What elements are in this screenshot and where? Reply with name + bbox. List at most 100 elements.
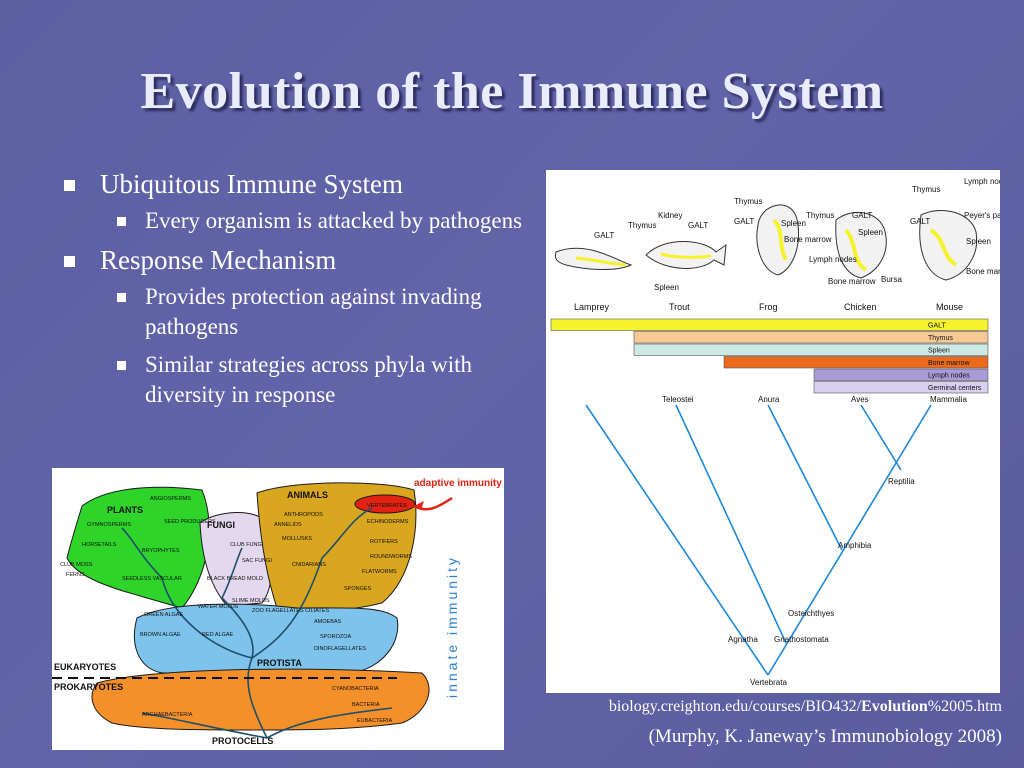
tree-item: GYMNOSPERMS [87, 522, 131, 528]
organism-name: Frog [759, 302, 778, 312]
lymphoid-phylogeny-figure: GALT Thymus Kidney GALT Spleen Thymus GA… [546, 170, 1014, 693]
tree-item: ECHINODERMS [367, 519, 409, 525]
bullet-list: Ubiquitous Immune System Every organism … [62, 168, 542, 418]
tree-item: SLIME MOLDS [232, 598, 270, 604]
organ-bar-label: Lymph nodes [928, 373, 970, 380]
tree-item: CLUB MOSS [60, 562, 93, 568]
sub-bullet-attacked: Every organism is attacked by pathogens [62, 206, 542, 236]
tree-item: FLATWORMS [362, 569, 397, 575]
node-label: Osteichthyes [788, 609, 834, 618]
sub-bullet-strategies: Similar strategies across phyla with div… [62, 350, 542, 410]
trout-gut [660, 252, 712, 259]
organ-bar-label: GALT [928, 323, 946, 330]
citation-url-suffix: %2005.htm [927, 698, 1002, 715]
tree-item: CLUB FUNGI [230, 542, 264, 548]
bullet-text: Ubiquitous Immune System [100, 169, 403, 199]
tree-item: SAC FUNGI [242, 558, 272, 564]
organ-label: Peyer's patch [964, 211, 1000, 220]
organ-bar [550, 318, 989, 331]
tree-item: RED ALGAE [202, 632, 234, 638]
sub-bullet-text: Provides protection against invading pat… [145, 284, 482, 339]
organism-names: Lamprey Trout Frog Chicken Mouse [574, 302, 963, 312]
bullet-square-icon [117, 361, 126, 370]
protista-title: PROTISTA [257, 658, 302, 668]
citation-url-bold: Evolution [861, 698, 928, 715]
branch [860, 404, 902, 471]
plants-title: PLANTS [107, 505, 143, 515]
bullet-square-icon [64, 180, 75, 191]
tree-item: SEED PRODUCERS [164, 519, 216, 525]
organ-bar-label: Thymus [928, 335, 953, 342]
tree-item: ZOO FLAGELLATES CILIATES [252, 608, 329, 614]
tree-item-labels: ANGIOSPERMS SEED PRODUCERS GYMNOSPERMS H… [60, 496, 412, 724]
tree-item: CNIDARIANS [292, 562, 326, 568]
organ-bar-label: Spleen [928, 348, 950, 355]
tree-item: DINOFLAGELLATES [314, 646, 366, 652]
organ-label: GALT [734, 217, 754, 226]
sub-bullet-protection: Provides protection against invading pat… [62, 282, 542, 342]
taxon-label: Teleostei [662, 395, 694, 404]
taxon-label: Aves [851, 395, 869, 404]
frog-gut [772, 218, 788, 261]
tree-item: BROWN ALGAE [140, 632, 181, 638]
tree-item: AMOEBAS [314, 619, 342, 625]
fungi-title: FUNGI [207, 520, 235, 530]
protocells-label: PROTOCELLS [212, 736, 273, 746]
citation-url-prefix: biology.creighton.edu/courses/BIO432/ [608, 698, 862, 715]
organ-label: Lymph nodes [964, 177, 1000, 186]
bullet-square-icon [117, 217, 126, 226]
organ-label: Spleen [858, 228, 883, 237]
tree-item: BLACK BREAD MOLD [207, 576, 263, 582]
phylogeny-svg: GALT Thymus Kidney GALT Spleen Thymus GA… [550, 177, 1014, 687]
organ-bar [813, 368, 989, 381]
tree-of-life-figure: adaptive immunity innate immunity PLANTS… [52, 468, 504, 750]
tree-item: VERTEBRATES [367, 503, 407, 509]
animals-title: ANIMALS [287, 490, 328, 500]
citation-url[interactable]: biology.creighton.edu/courses/BIO432/Evo… [609, 698, 1002, 716]
prokaryotes-label: PROKARYOTES [54, 682, 123, 692]
bullet-square-icon [64, 256, 75, 267]
bullet-square-icon [117, 293, 126, 302]
bullet-ubiquitous-immune-system: Ubiquitous Immune System [62, 168, 542, 200]
organ-bar [813, 381, 989, 394]
tree-item: ANTHROPODS [284, 512, 323, 518]
organ-labels: GALT Thymus Kidney GALT Spleen Thymus GA… [594, 177, 1014, 292]
lamprey-gut [575, 256, 627, 267]
tree-item: BACTERIA [352, 702, 380, 708]
trout-illustration [645, 241, 727, 269]
node-label: Gnathostomata [774, 635, 829, 644]
organ-label: Kidney [658, 211, 682, 220]
tree-item: FERNS [66, 572, 85, 578]
innate-immunity-label: innate immunity [444, 555, 460, 698]
tree-branches [121, 507, 393, 739]
organ-label: GALT [594, 231, 614, 240]
branch [585, 404, 769, 676]
taxa-labels: Teleostei Anura Aves Mammalia Reptilia A… [662, 395, 967, 687]
tree-item: ANNELIDS [274, 522, 302, 528]
organ-bar [723, 356, 989, 369]
arrowhead-icon [414, 501, 424, 510]
bullet-text: Response Mechanism [100, 245, 337, 275]
branch [767, 404, 843, 551]
eukaryotes-label: EUKARYOTES [54, 662, 116, 672]
tree-item: SPONGES [344, 586, 372, 592]
organ-label: Bone marrow [966, 267, 1000, 276]
sub-bullet-text: Every organism is attacked by pathogens [145, 208, 523, 233]
mouse-gut [929, 228, 958, 267]
organ-label: Thymus [628, 221, 656, 230]
tree-item: ROTIFERS [370, 539, 398, 545]
tree-item: CYANOBACTERIA [332, 686, 379, 692]
organ-bar-label: Bone marrow [928, 360, 971, 367]
tree-item: HORSETAILS [82, 542, 117, 548]
tree-item: BRYOPHYTES [142, 548, 180, 554]
branch [675, 404, 787, 644]
tree-item: ANGIOSPERMS [150, 496, 191, 502]
bullet-response-mechanism: Response Mechanism [62, 244, 542, 276]
organ-label: Thymus [734, 197, 762, 206]
tree-item: SEEDLESS VASCULAR [122, 576, 182, 582]
sub-bullet-text: Similar strategies across phyla with div… [145, 352, 473, 407]
organ-label: Thymus [912, 185, 940, 194]
organ-label: GALT [852, 211, 872, 220]
